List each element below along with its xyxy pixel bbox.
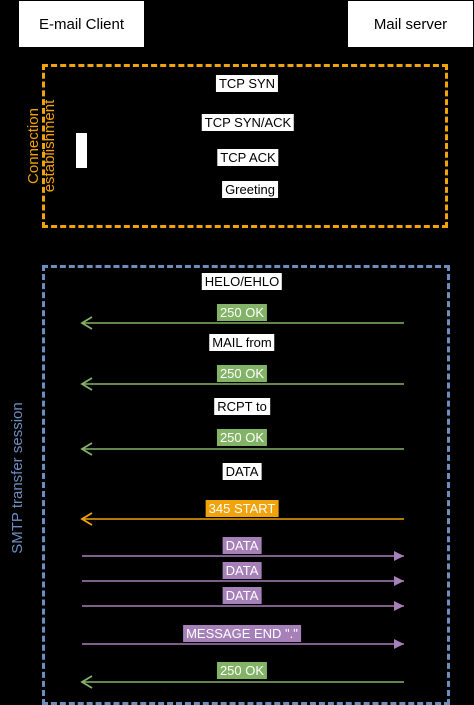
- msg-250-ok-2: 250 OK: [216, 365, 268, 382]
- msg-greeting: Greeting: [222, 181, 278, 198]
- msg-data-1: DATA: [222, 537, 262, 554]
- msg-message-end: MESSAGE END ".": [183, 625, 301, 642]
- mail-server-label: Mail server: [373, 15, 448, 33]
- arrow-12: [82, 639, 404, 649]
- msg-tcp-ack: TCP ACK: [217, 149, 279, 166]
- arrowhead-6: [80, 442, 93, 456]
- arrow-9: [82, 551, 404, 561]
- arrow-8: [80, 512, 404, 526]
- arrowhead-11: [394, 601, 404, 611]
- arrow-10: [82, 576, 404, 586]
- email-client-box: E-mail Client: [18, 0, 145, 48]
- arrowhead-13: [80, 675, 93, 689]
- msg-tcp-syn: TCP SYN: [215, 75, 279, 92]
- connection-establishment-frame: [42, 64, 448, 228]
- arrow-13: [80, 675, 404, 689]
- msg-345-start: 345 START: [205, 500, 279, 517]
- arrow-2: [80, 316, 404, 330]
- msg-250-ok-3: 250 OK: [216, 429, 268, 446]
- white-marker: [76, 133, 87, 168]
- arrowhead-4: [80, 377, 93, 391]
- msg-data-command: DATA: [222, 463, 262, 480]
- arrow-6: [80, 442, 404, 456]
- arrowhead-12: [394, 639, 404, 649]
- msg-250-ok-4: 250 OK: [216, 662, 268, 679]
- arrowhead-8: [80, 512, 93, 526]
- msg-data-2: DATA: [222, 562, 262, 579]
- msg-tcp-syn-ack: TCP SYN/ACK: [201, 114, 295, 131]
- msg-data-3: DATA: [222, 587, 262, 604]
- email-client-label: E-mail Client: [38, 15, 125, 33]
- msg-helo-ehlo: HELO/EHLO: [201, 273, 283, 290]
- arrowhead-9: [394, 551, 404, 561]
- msg-250-ok-1: 250 OK: [216, 304, 268, 321]
- arrow-11: [82, 601, 404, 611]
- arrowhead-2: [80, 316, 93, 330]
- arrowhead-10: [394, 576, 404, 586]
- mail-server-box: Mail server: [347, 0, 474, 48]
- msg-mail-from: MAIL from: [209, 334, 275, 351]
- msg-rcpt-to: RCPT to: [214, 398, 270, 415]
- arrow-4: [80, 377, 404, 391]
